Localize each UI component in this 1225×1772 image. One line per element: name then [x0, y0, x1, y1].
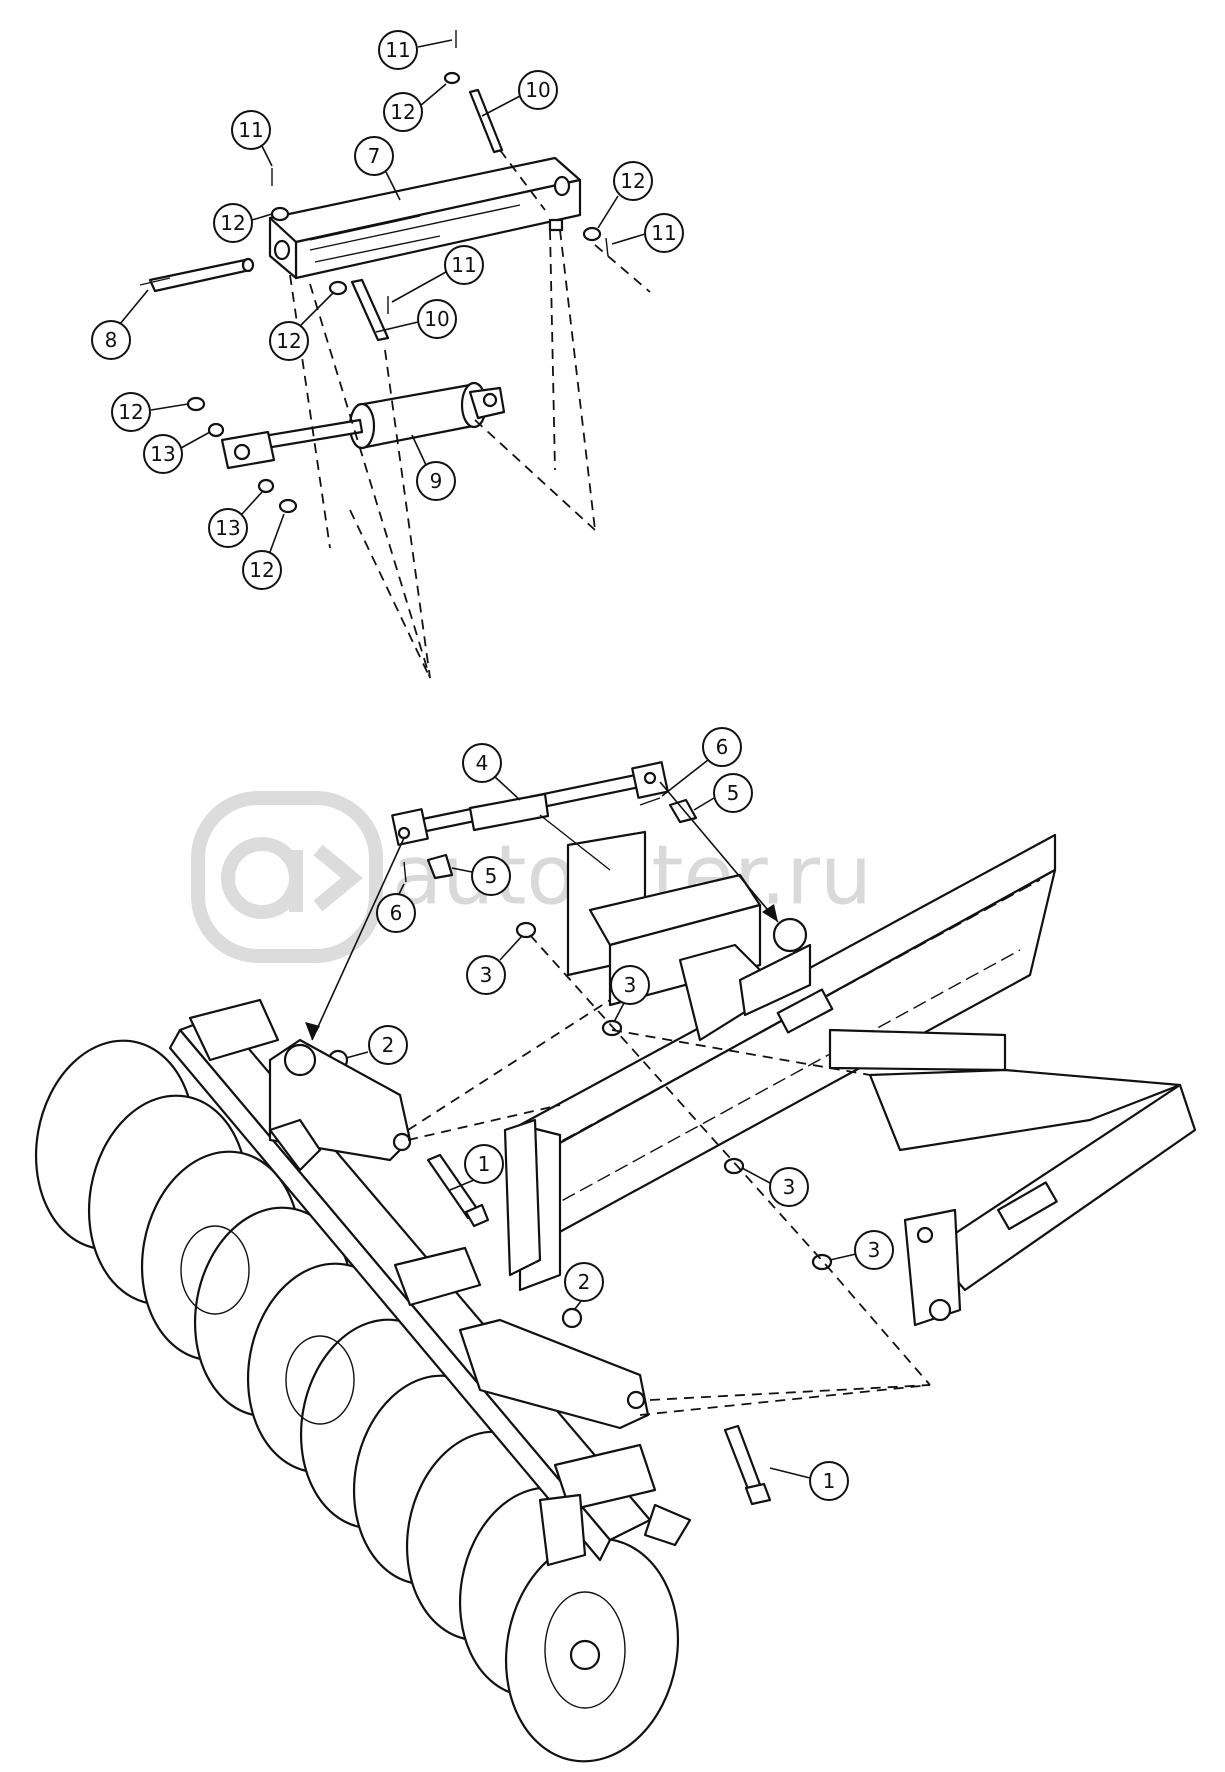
pin-8 [139, 257, 255, 293]
pin-5-upper [668, 798, 698, 824]
callout-bubble [378, 30, 418, 70]
callout-bubble [91, 320, 131, 360]
callout-label: 11 [451, 253, 476, 277]
callout-bubble [354, 136, 394, 176]
callout-bubble [242, 550, 282, 590]
callout-label: 12 [220, 211, 245, 235]
callout-label: 4 [476, 751, 489, 775]
clip-6-upper [639, 797, 661, 806]
callout-label: 10 [424, 307, 449, 331]
callout-bubble [269, 321, 309, 361]
callout-label: 6 [716, 735, 729, 759]
callout-bubble [518, 70, 558, 110]
callout-bubble [462, 743, 502, 783]
callout-bubble [368, 1025, 408, 1065]
callout-label: 3 [480, 963, 493, 987]
gang-hanger [268, 1038, 650, 1430]
callout-bubble [416, 461, 456, 501]
callout-bubble [208, 508, 248, 548]
callout-label: 6 [390, 901, 403, 925]
frame-side [828, 1028, 1197, 1327]
cylinder-9 [220, 381, 506, 470]
callout-bubble [466, 955, 506, 995]
callout-label: 5 [727, 781, 740, 805]
nut-2-lower [561, 1307, 583, 1329]
callout-label: 12 [249, 558, 274, 582]
bracket-7 [268, 156, 582, 280]
callout-label: 11 [651, 221, 676, 245]
callout-bubble [417, 299, 457, 339]
callout-bubble [769, 1167, 809, 1207]
callout-label: 12 [620, 169, 645, 193]
callout-label: 12 [118, 400, 143, 424]
callout-label: 11 [238, 118, 263, 142]
callout-label: 8 [105, 328, 118, 352]
callout-label: 12 [390, 100, 415, 124]
callout-label: 13 [150, 442, 175, 466]
callout-bubble [444, 245, 484, 285]
callout-bubble [564, 1262, 604, 1302]
callout-bubble [644, 213, 684, 253]
callout-bubble [702, 727, 742, 767]
callout-label: 11 [385, 38, 410, 62]
callout-bubble [143, 434, 183, 474]
callout-bubble [231, 110, 271, 150]
callout-label: 3 [624, 973, 637, 997]
callout-label: 1 [478, 1152, 491, 1176]
disc-gang [34, 1039, 680, 1763]
callout-bubble [111, 392, 151, 432]
upper-assembly [139, 30, 651, 679]
callout-bubble [809, 1461, 849, 1501]
pin-5-lower [426, 853, 454, 880]
pin-10-mid [350, 278, 390, 342]
callout-label: 2 [382, 1033, 395, 1057]
callout-label: 7 [368, 144, 381, 168]
callouts: 11 12 10 11 7 12 12 11 11 10 [91, 30, 894, 1501]
callout-label: 5 [485, 864, 498, 888]
callout-label: 2 [578, 1270, 591, 1294]
turnbuckle-4 [391, 761, 669, 871]
callout-bubble [854, 1230, 894, 1270]
clip-6-lower [403, 861, 407, 883]
callout-bubble [383, 92, 423, 132]
callout-label: 3 [783, 1175, 796, 1199]
cotter-11-c [605, 237, 609, 257]
callout-label: 1 [823, 1469, 836, 1493]
callout-label: 12 [276, 329, 301, 353]
callout-label: 10 [525, 78, 550, 102]
callout-label: 3 [868, 1238, 881, 1262]
callout-bubble [213, 203, 253, 243]
callout-bubble [464, 1144, 504, 1184]
callout-bubble [613, 161, 653, 201]
callout-label: 9 [430, 469, 443, 493]
pin-10-top [468, 88, 504, 154]
callout-bubble [610, 965, 650, 1005]
callout-bubble [713, 773, 753, 813]
callout-bubble [471, 856, 511, 896]
callout-bubble [376, 893, 416, 933]
bolt-1-lower [723, 1424, 764, 1496]
callout-label: 13 [215, 516, 240, 540]
